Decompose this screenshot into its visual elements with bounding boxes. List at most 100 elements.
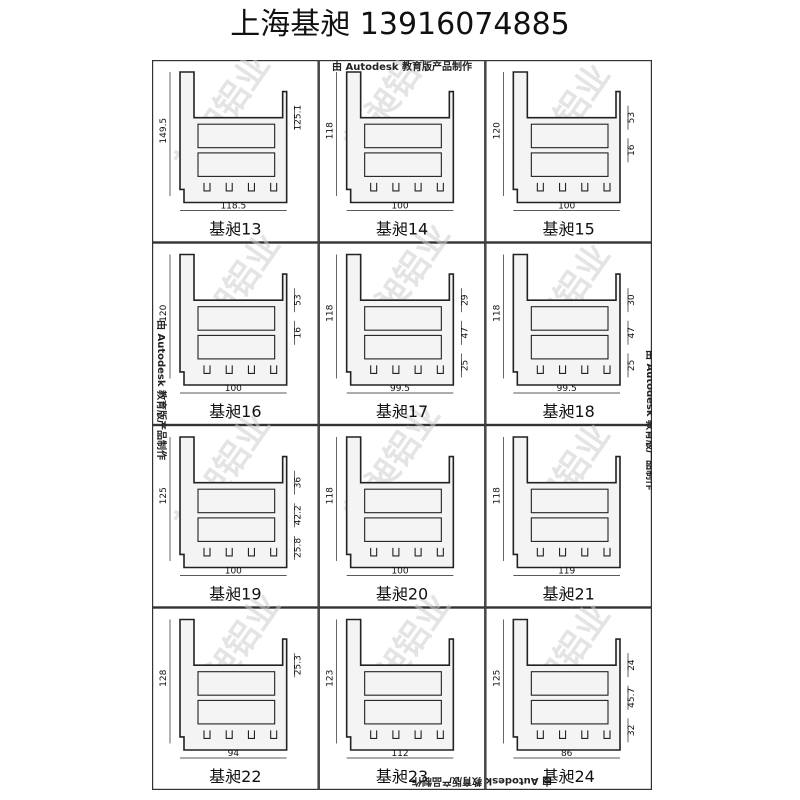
dimension-label: 47 (627, 327, 637, 338)
profile-outline (179, 253, 288, 386)
autodesk-credit-watermark: 由 Autodesk 教育版产品制作 (412, 775, 552, 788)
profile-fin (414, 547, 422, 557)
profile-outline (512, 618, 621, 751)
profile-chamber (364, 306, 442, 331)
dimension-label: 42.2 (294, 505, 304, 525)
profile-fin (247, 365, 255, 374)
dimension-label: 125 (159, 487, 169, 504)
profile-label: 基昶23 (376, 767, 428, 786)
profile-fin (225, 547, 233, 557)
profile-fin (559, 182, 567, 192)
profile-fin (225, 182, 233, 192)
grid-cell (318, 60, 486, 243)
profile-chamber (530, 699, 609, 725)
profile-fin (203, 547, 211, 557)
profile-fin (603, 730, 611, 739)
profile-fin (370, 365, 378, 374)
dimension-label: 118 (492, 304, 502, 321)
dimension-label: 118 (326, 122, 336, 139)
dimension-label: 100 (225, 567, 242, 577)
dimension-label: 120 (492, 122, 502, 139)
profile-fin (247, 182, 255, 192)
dimension-label: 100 (391, 567, 408, 577)
profile-fin (581, 547, 589, 557)
profile-chamber (364, 488, 442, 514)
profile-label: 基昶21 (542, 585, 594, 604)
profile-label: 基昶13 (209, 220, 261, 239)
profile-chamber (364, 152, 442, 177)
profile-label: 基昶14 (376, 220, 428, 239)
profile-fin (392, 365, 400, 374)
profile-outline (512, 71, 621, 204)
grid-cell (318, 425, 486, 608)
profile-fin (581, 182, 589, 192)
profile-catalog-sheet: 基昶铝业基昶铝业基昶铝业基昶铝业基昶铝业基昶铝业基昶铝业基昶铝业基昶铝业基昶铝业… (152, 60, 652, 790)
dimension-label: 120 (159, 304, 169, 321)
dimension-label: 47 (460, 327, 470, 338)
profile-fin (270, 182, 278, 192)
profile-fin (536, 365, 544, 374)
dimension-label: 125.1 (294, 105, 304, 131)
profile-label: 基昶16 (209, 402, 261, 421)
dimension-label: 119 (558, 567, 575, 577)
grid-cell (318, 242, 486, 426)
profile-chamber (197, 488, 276, 514)
profile-label: 基昶18 (542, 402, 594, 421)
profile-outline (512, 253, 621, 386)
profile-fin (370, 547, 378, 557)
profile-fin (270, 547, 278, 557)
profile-outline (345, 71, 455, 204)
profile-fin (603, 365, 611, 374)
profile-fin (203, 182, 211, 192)
dimension-label: 149.5 (159, 118, 169, 144)
profile-outline (345, 253, 455, 386)
profile-fin (436, 730, 444, 739)
profile-chamber (197, 334, 276, 360)
profile-fin (270, 365, 278, 374)
autodesk-credit-watermark: 由 Autodesk 教育版产品制作 (644, 350, 652, 490)
profile-fin (392, 730, 400, 739)
profile-fin (247, 730, 255, 739)
dimension-label: 25.3 (294, 655, 304, 675)
dimension-label: 16 (294, 327, 304, 339)
profile-outline (179, 436, 288, 569)
profile-outline (345, 618, 455, 751)
profile-fin (559, 365, 567, 374)
profile-fin (536, 730, 544, 739)
dimension-label: 53 (627, 112, 637, 123)
profile-chamber (197, 699, 276, 725)
profile-fin (225, 730, 233, 739)
profile-label: 基昶17 (376, 402, 428, 421)
profile-fin (603, 547, 611, 557)
profile-fin (247, 547, 255, 557)
grid-cell (485, 242, 652, 426)
profile-outline (179, 71, 288, 204)
profile-outline (179, 618, 288, 751)
dimension-label: 123 (326, 670, 336, 687)
profile-outline (512, 436, 621, 569)
dimension-label: 125 (492, 670, 502, 687)
profile-chamber (364, 699, 442, 725)
profile-fin (559, 730, 567, 739)
profile-fin (203, 365, 211, 374)
dimension-label: 29 (460, 294, 470, 306)
profile-chamber (197, 152, 276, 177)
dimension-label: 25 (460, 360, 470, 371)
profile-fin (414, 365, 422, 374)
profile-fin (225, 365, 233, 374)
profile-fin (581, 365, 589, 374)
profile-chamber (197, 671, 276, 696)
page-title: 上海基昶 13916074885 (230, 7, 570, 42)
profile-fin (603, 182, 611, 192)
grid-cell (485, 425, 652, 608)
dimension-label: 100 (558, 202, 575, 212)
profile-fin (414, 730, 422, 739)
profile-fin (414, 182, 422, 192)
dimension-label: 30 (627, 294, 637, 306)
profile-chamber (530, 152, 609, 177)
autodesk-credit-watermark: 由 Autodesk 教育版产品制作 (332, 60, 472, 73)
grid-cell (318, 607, 486, 790)
autodesk-credit-watermark: 由 Autodesk 教育版产品制作 (155, 320, 168, 460)
profile-label: 基昶15 (542, 220, 594, 239)
profile-chamber (364, 123, 442, 149)
